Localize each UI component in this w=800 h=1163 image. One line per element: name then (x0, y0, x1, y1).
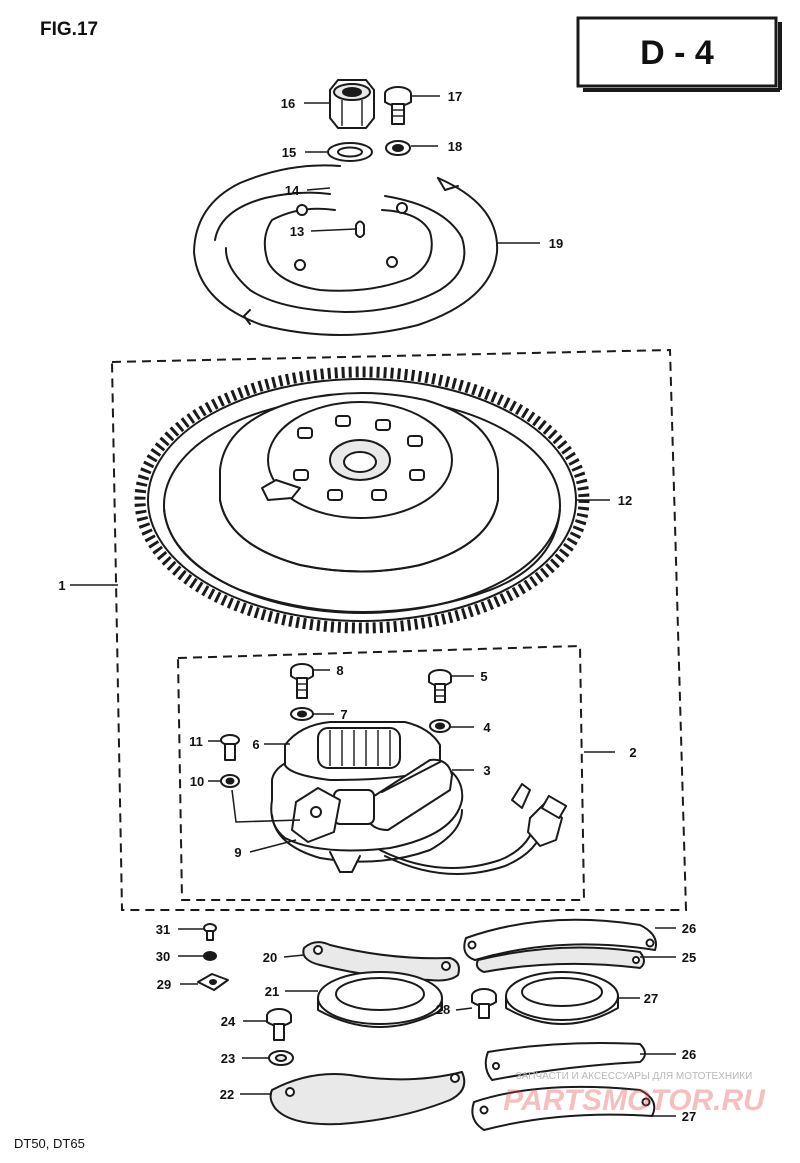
leader-lines (70, 95, 676, 1117)
callout-30: 30 (156, 949, 170, 964)
callout-5: 5 (480, 669, 487, 684)
cover-plate-part-19 (193, 164, 499, 336)
callout-9: 9 (234, 845, 241, 860)
washer-part-10 (220, 774, 240, 788)
callout-numbers: 16 17 15 18 14 13 19 1 12 8 5 7 4 6 3 2 … (58, 89, 696, 1124)
pulser-coil-part-3 (333, 758, 453, 831)
callout-13: 13 (290, 224, 304, 239)
screw-part-28 (471, 988, 497, 1019)
callout-27-lower: 27 (682, 1109, 696, 1124)
callout-29: 29 (157, 977, 171, 992)
screw-part-8 (290, 663, 314, 699)
washer-part-18 (385, 140, 411, 156)
washer-part-4 (429, 719, 451, 733)
callout-18: 18 (448, 139, 462, 154)
callout-3: 3 (483, 763, 490, 778)
collar-part-27-lower (471, 1085, 656, 1131)
callout-25: 25 (682, 950, 696, 965)
callout-7: 7 (340, 707, 347, 722)
callout-16: 16 (281, 96, 295, 111)
bolt-part-17 (384, 86, 412, 125)
callout-14: 14 (285, 183, 300, 198)
collar-part-27-upper (505, 971, 619, 1025)
bracket-part-22 (269, 1071, 466, 1126)
flywheel-assembly-boundary (110, 348, 688, 911)
model-label: DT50, DT65 (14, 1136, 85, 1151)
coil-bracket-part-9 (291, 787, 341, 843)
callout-10: 10 (190, 774, 204, 789)
bracket-part-20 (302, 941, 460, 982)
callout-31: 31 (156, 922, 170, 937)
watermark-brand: PARTSMOTOR.RU (503, 1084, 766, 1117)
callout-23: 23 (221, 1051, 235, 1066)
callout-26-upper: 26 (682, 921, 696, 936)
callout-8: 8 (336, 663, 343, 678)
callout-1: 1 (58, 578, 65, 593)
callout-4: 4 (483, 720, 491, 735)
washer-part-30 (203, 951, 217, 961)
watermark: ЗАПЧАСТИ И АКСЕССУАРЫ ДЛЯ МОТОТЕХНИКИ PA… (503, 1071, 766, 1117)
watermark-caption: ЗАПЧАСТИ И АКСЕССУАРЫ ДЛЯ МОТОТЕХНИКИ (516, 1071, 753, 1082)
callout-27-upper: 27 (644, 991, 658, 1006)
nut-part-16 (329, 79, 375, 129)
screw-part-5 (428, 669, 452, 703)
screw-part-31 (203, 923, 217, 941)
wire-harness (379, 783, 568, 875)
callout-2: 2 (629, 745, 636, 760)
callout-24: 24 (221, 1014, 236, 1029)
section-code: D - 4 (640, 34, 714, 72)
collar-part-21 (317, 971, 443, 1028)
callout-22: 22 (220, 1087, 234, 1102)
callout-11: 11 (189, 734, 203, 749)
bracket-part-26-lower (484, 1042, 646, 1081)
screw-part-24 (266, 1008, 292, 1041)
callout-21: 21 (265, 984, 279, 999)
charge-coil-part-6 (284, 721, 441, 781)
callout-17: 17 (448, 89, 462, 104)
section-code-box: D - 4 (576, 16, 782, 92)
flywheel-hub (219, 392, 499, 573)
bracket-part-26-upper (463, 918, 657, 961)
screw-part-11 (220, 734, 240, 761)
callout-12: 12 (618, 493, 632, 508)
callout-6: 6 (252, 737, 259, 752)
callout-19: 19 (549, 236, 563, 251)
callout-28: 28 (436, 1002, 450, 1017)
washer-part-23 (268, 1050, 294, 1066)
bracket-part-25 (475, 946, 645, 973)
callout-20: 20 (263, 950, 277, 965)
clip-part-29 (197, 973, 229, 991)
washer-part-7 (290, 707, 314, 721)
figure-label: FIG.17 (40, 19, 98, 40)
callout-26-lower: 26 (682, 1047, 696, 1062)
lock-washer-part-15 (327, 142, 373, 162)
callout-15: 15 (282, 145, 296, 160)
